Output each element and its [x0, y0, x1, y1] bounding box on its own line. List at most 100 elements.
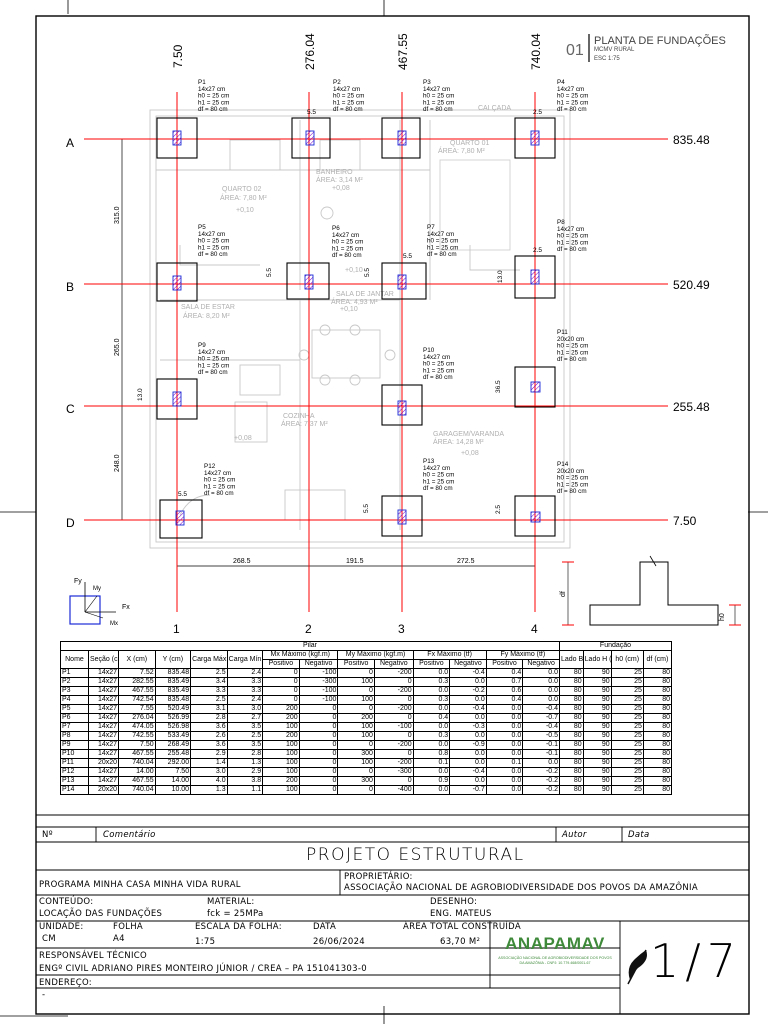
footing-p1 — [156, 117, 198, 159]
table-cell: -0.3 — [449, 722, 487, 732]
table-cell: 3.5 — [226, 722, 264, 732]
table-cell: 300 — [337, 749, 375, 759]
pier-p5 — [172, 275, 182, 291]
table-cell: 25 — [610, 668, 644, 678]
table-cell: 25 — [610, 713, 644, 723]
table-cell: 25 — [610, 785, 644, 795]
table-cell: 742.54 — [118, 695, 156, 705]
room-label: QUARTO 01 — [450, 140, 490, 147]
table-cell: 0 — [298, 731, 339, 741]
room-area: ÁREA: 7,37 M² — [281, 419, 328, 428]
table-cell: -200 — [373, 686, 414, 696]
offset-dim: 5.5 — [363, 504, 370, 513]
offset-dim: 2.5 — [495, 505, 502, 514]
sub-header: Negativo — [449, 659, 487, 669]
table-cell: 2.8 — [190, 713, 228, 723]
table-cell: 0 — [262, 695, 300, 705]
table-cell: -100 — [298, 686, 339, 696]
room-label: CALÇADA — [478, 105, 511, 112]
table-cell: 0.0 — [485, 722, 524, 732]
unit-label: UNIDADE: — [39, 922, 84, 932]
page-counter: 1/7 — [650, 934, 743, 988]
footing-p10 — [381, 384, 423, 426]
table-cell: 25 — [610, 758, 644, 768]
table-cell: 3.3 — [226, 677, 264, 687]
table-cell: 80 — [642, 785, 673, 795]
table-cell: 90 — [582, 686, 612, 696]
room-label: QUARTO 02 — [222, 186, 262, 193]
table-cell: 100 — [337, 677, 375, 687]
pier-table: Pilar Fundação Nome Seção (cm) X (cm) Y … — [60, 641, 673, 795]
grid-row-coord: 520.49 — [673, 278, 710, 292]
table-cell: 100 — [262, 767, 300, 777]
table-cell: 100 — [337, 758, 375, 768]
title-block-lines — [36, 814, 749, 1014]
level-mark: +0,08 — [332, 185, 350, 192]
grid-col-coord: 276.04 — [303, 33, 317, 70]
table-cell: 0 — [298, 776, 339, 786]
table-cell: 14x27 — [87, 740, 120, 750]
table-cell: -0.2 — [449, 686, 487, 696]
table-cell: 25 — [610, 731, 644, 741]
sub-header: Positivo — [485, 659, 524, 669]
table-cell: 80 — [642, 668, 673, 678]
table-cell: 0.9 — [412, 776, 451, 786]
table-cell: 0.0 — [449, 731, 487, 741]
footing-p4 — [514, 117, 556, 159]
table-cell: -100 — [373, 722, 414, 732]
span-dim-labels: 268.5 191.5 272.5 315.0 265.0 248.0 — [114, 206, 475, 565]
table-cell: 0.3 — [412, 731, 451, 741]
table-cell: 200 — [262, 776, 300, 786]
sheet-title-text: PLANTA DE FUNDAÇÕES — [594, 34, 726, 47]
table-cell: 0.0 — [449, 677, 487, 687]
table-cell: 0 — [298, 740, 339, 750]
table-cell: 0.0 — [485, 713, 524, 723]
table-cell: 14x27 — [87, 686, 120, 696]
table-cell: 80 — [559, 722, 584, 732]
col-header: Carga Máx. (tf) — [190, 650, 228, 669]
col-header: Fx Máximo (tf) — [412, 650, 487, 660]
span-x: 191.5 — [346, 558, 364, 565]
pier-p7 — [397, 274, 407, 290]
table-cell: 25 — [610, 695, 644, 705]
table-cell: 0.0 — [522, 668, 560, 678]
table-cell: 7.50 — [118, 740, 156, 750]
span-y: 315.0 — [114, 206, 121, 224]
room-labels: CALÇADA QUARTO 01 ÁREA: 7,80 M² BANHEIRO… — [181, 105, 511, 457]
table-cell: 0 — [298, 758, 339, 768]
table-cell: 0.0 — [449, 713, 487, 723]
table-cell: 268.49 — [154, 740, 192, 750]
sheet-number: 01 — [566, 42, 584, 59]
table-cell: 0 — [337, 704, 375, 714]
table-cell: 20x20 — [87, 785, 120, 795]
col-header: X (cm) — [118, 650, 156, 669]
table-cell: 0.0 — [449, 695, 487, 705]
table-cell: 0.8 — [412, 749, 451, 759]
table-cell: 14x27 — [87, 776, 120, 786]
drawing-label: DESENHO: — [430, 897, 478, 907]
table-cell: 0 — [298, 767, 339, 777]
col-header: h0 (cm) — [610, 650, 644, 669]
table-cell: P12 — [60, 767, 89, 777]
table-cell: 742.55 — [118, 731, 156, 741]
pier-p9 — [172, 391, 182, 407]
table-cell: 2.4 — [226, 695, 264, 705]
piers — [172, 130, 541, 526]
footings — [156, 117, 556, 539]
table-cell: P3 — [60, 686, 89, 696]
table-cell: 7.52 — [118, 668, 156, 678]
pier-p1 — [172, 130, 182, 146]
table-cell: 3.3 — [226, 686, 264, 696]
grid-row-label: B — [66, 280, 74, 294]
table-cell: 3.0 — [226, 704, 264, 714]
material-label: MATERIAL: — [207, 897, 255, 907]
